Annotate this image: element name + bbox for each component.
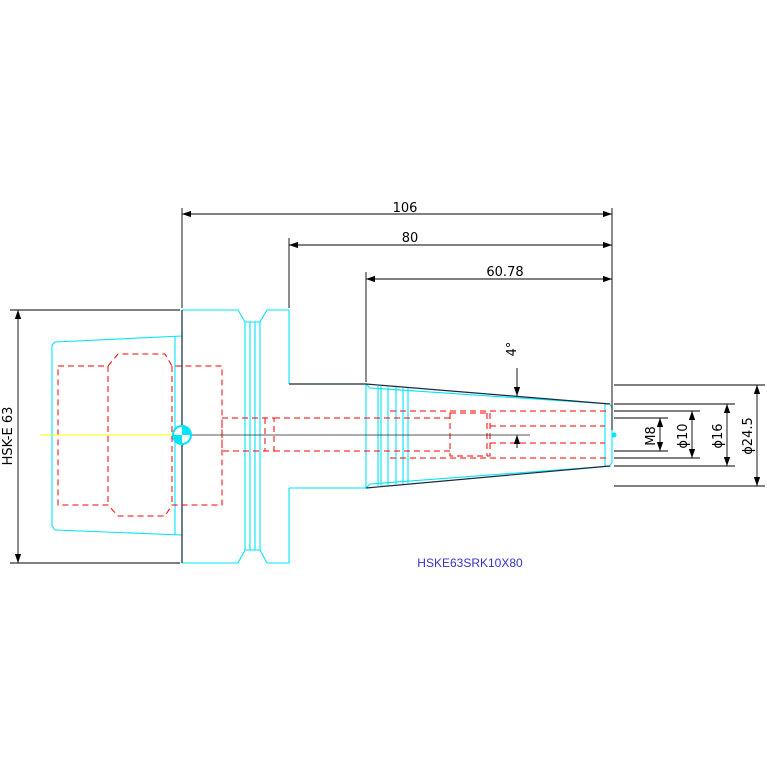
diameter-dimensions	[614, 384, 765, 487]
tip-marker-icon	[611, 432, 617, 438]
tool-holder-outline	[51, 309, 613, 564]
dim-thread: M8	[644, 426, 659, 446]
shank-dimension	[10, 309, 180, 564]
length-dimensions	[181, 208, 613, 430]
part-number-caption: HSKE63SRK10X80	[417, 556, 523, 570]
dim-tip-diameter: ϕ16	[711, 423, 726, 448]
dim-bore-diameter: ϕ10	[676, 423, 691, 448]
origin-marker-icon	[172, 425, 192, 445]
dim-outer-diameter: ϕ24.5	[741, 417, 756, 455]
dim-overall-length: 106	[393, 201, 418, 216]
dim-taper-length: 60.78	[486, 265, 523, 280]
hidden-lines	[57, 353, 610, 517]
dim-taper-angle: 4°	[505, 342, 520, 357]
dim-gauge-length: 80	[402, 231, 419, 246]
dim-shank-label: HSK-E 63	[1, 407, 16, 466]
